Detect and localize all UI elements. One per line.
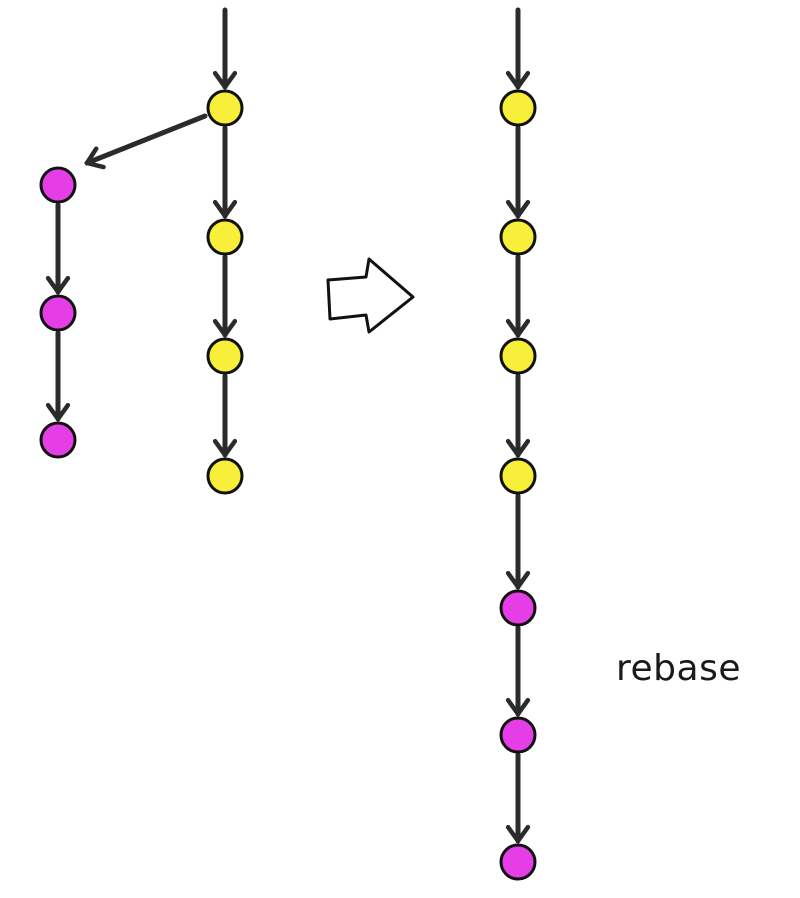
after-edge-2: [505, 254, 531, 338]
branch-off-edge: [84, 113, 208, 170]
rebase-label: rebase: [616, 648, 741, 689]
hollow-right-arrow-icon: [326, 257, 415, 334]
main-edge-3: [212, 373, 238, 458]
after-edge-5: [505, 625, 531, 717]
rebased-commit-4: [499, 457, 537, 495]
after-edge-6: [505, 752, 531, 844]
rebased-commit-7: [499, 843, 537, 881]
after-edge-1: [505, 125, 531, 219]
commit-nodes: [39, 89, 537, 881]
main-incoming-edge: [212, 7, 238, 90]
after-edge-4: [505, 493, 531, 590]
commit-edges: [45, 7, 531, 844]
rebased-commit-1: [499, 89, 537, 127]
feature-commit-2: [39, 294, 77, 332]
main-commit-2: [206, 218, 244, 256]
main-commit-3: [206, 337, 244, 375]
after-incoming-edge: [505, 7, 531, 90]
rebased-commit-5: [499, 589, 537, 627]
feature-edge-1: [45, 202, 71, 295]
feature-commit-1: [39, 166, 77, 204]
rebased-commit-6: [499, 716, 537, 754]
main-edge-1: [212, 125, 238, 219]
after-edge-3: [505, 373, 531, 458]
feature-commit-3: [39, 421, 77, 459]
feature-edge-2: [45, 330, 71, 422]
rebased-commit-2: [499, 218, 537, 256]
rebased-commit-3: [499, 337, 537, 375]
main-commit-1: [206, 89, 244, 127]
main-edge-2: [212, 254, 238, 338]
main-commit-4: [206, 457, 244, 495]
